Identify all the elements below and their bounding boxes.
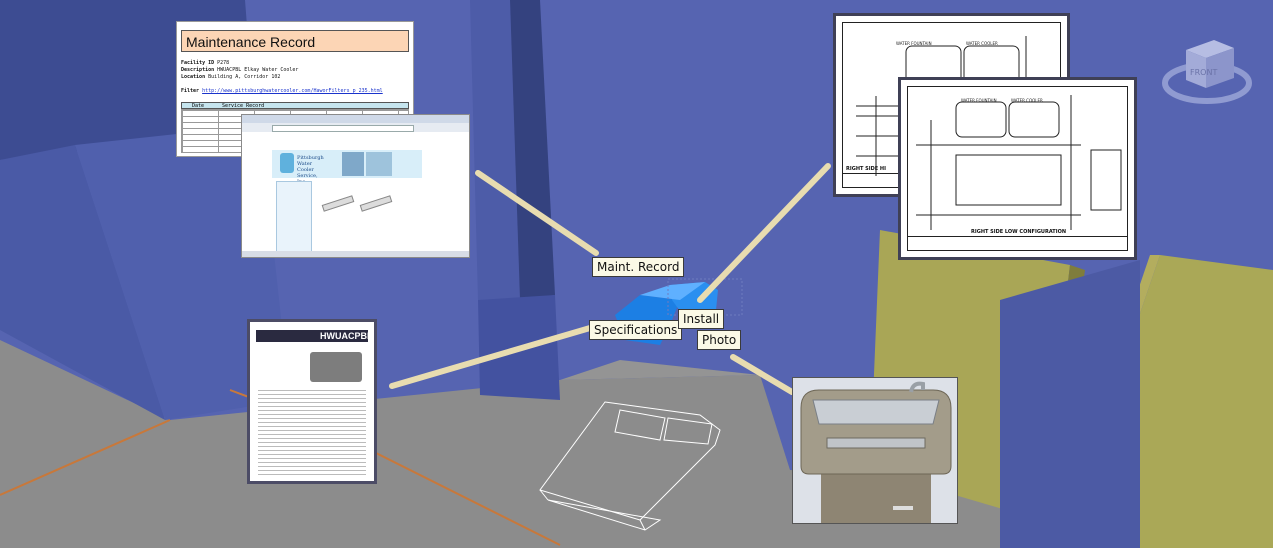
cooler-product-image bbox=[310, 352, 362, 382]
drawing-front-title: RIGHT SIDE LOW CONFIGURATION bbox=[971, 229, 1067, 235]
install-drawing-front[interactable]: WATER FOUNTAIN WATER COOLER RIGHT SIDE L… bbox=[898, 77, 1137, 260]
leader-lines bbox=[389, 163, 831, 395]
facility-label: Facility ID bbox=[181, 60, 215, 66]
drawing-linework bbox=[916, 95, 1122, 230]
column-dark bbox=[510, 0, 555, 300]
banner-photo bbox=[366, 152, 392, 176]
maint-record-tag[interactable]: Maint. Record bbox=[592, 257, 685, 277]
browser-address-bar bbox=[272, 125, 414, 132]
facility-value: P278 bbox=[217, 60, 230, 66]
cooler-wireframe bbox=[539, 401, 721, 531]
banner-photo bbox=[342, 152, 364, 176]
label-water-cooler: WATER COOLER bbox=[1011, 98, 1043, 103]
viewcube-face-label: FRONT bbox=[1190, 68, 1217, 77]
col-date: Date bbox=[192, 103, 205, 109]
filter-product-image bbox=[359, 195, 393, 212]
location-value: Building A, Corridor 102 bbox=[208, 74, 281, 80]
label-water-fountain: WATER FOUNTAIN bbox=[896, 41, 932, 46]
description-label: Description bbox=[181, 67, 215, 73]
specification-sheet[interactable]: HWUACPBL bbox=[247, 319, 377, 484]
install-tag[interactable]: Install bbox=[678, 309, 725, 329]
browser-statusbar bbox=[242, 251, 469, 257]
site-logo-icon bbox=[280, 153, 294, 173]
drawing-back-title: RIGHT SIDE HI bbox=[846, 166, 886, 172]
service-table-header: Date Service Record bbox=[181, 102, 409, 109]
photo-image bbox=[793, 378, 957, 523]
viewcube[interactable] bbox=[1162, 40, 1252, 104]
water-cooler-photo[interactable] bbox=[792, 377, 958, 524]
filter-label: Filter bbox=[181, 88, 200, 94]
filter-product-image bbox=[321, 195, 355, 212]
column-left bbox=[470, 0, 520, 300]
supplier-website-screenshot[interactable]: Pittsburgh Water Cooler Service, Inc. bbox=[241, 114, 470, 258]
col-service-record: Service Record bbox=[222, 103, 265, 109]
spec-body-text bbox=[258, 390, 366, 478]
description-value: HWUACPBL Elkay Water Cooler bbox=[217, 67, 299, 73]
label-water-cooler: WATER COOLER bbox=[966, 41, 998, 46]
specifications-tag[interactable]: Specifications bbox=[589, 320, 683, 340]
maintenance-record-title: Maintenance Record bbox=[181, 30, 409, 52]
browser-titlebar bbox=[242, 115, 469, 123]
left-wall-block bbox=[0, 145, 165, 420]
spec-header-bar bbox=[256, 330, 368, 342]
location-label: Location bbox=[181, 74, 206, 80]
spec-model: HWUACPBL bbox=[320, 331, 373, 341]
photo-tag[interactable]: Photo bbox=[697, 330, 742, 350]
label-water-fountain: WATER FOUNTAIN bbox=[961, 98, 997, 103]
site-sidebar bbox=[276, 181, 312, 253]
filter-link[interactable]: http://www.pittsburghwatercooler.com/Haw… bbox=[202, 88, 383, 94]
